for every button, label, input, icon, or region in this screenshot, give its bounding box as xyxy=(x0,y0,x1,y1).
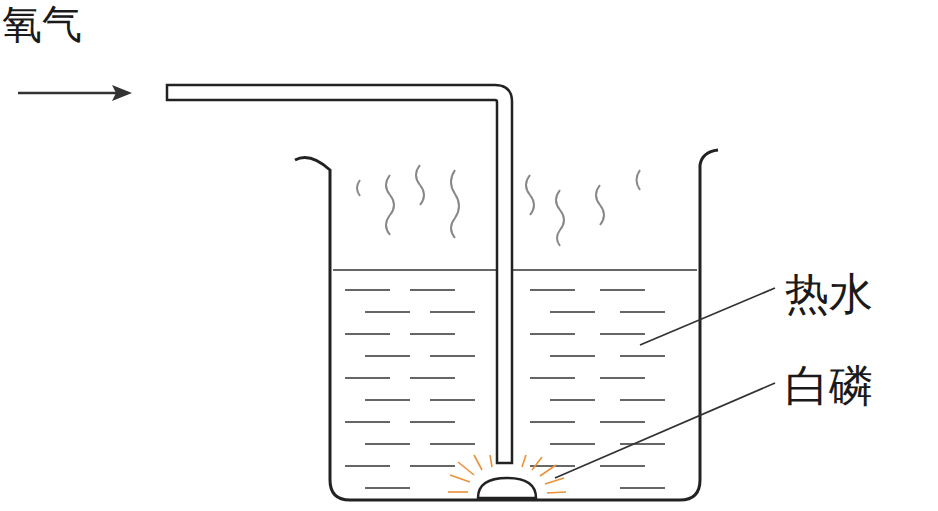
water-dash xyxy=(345,421,390,423)
water-dash xyxy=(365,311,410,313)
water-dash xyxy=(530,377,575,379)
water-dash xyxy=(410,289,455,291)
leader-line xyxy=(555,383,775,478)
water-dash xyxy=(620,311,665,313)
water-dash xyxy=(550,355,595,357)
water-dash xyxy=(345,333,390,335)
water-dash xyxy=(345,465,390,467)
water-dash xyxy=(620,487,665,489)
water-dash xyxy=(600,333,645,335)
water-dash xyxy=(430,311,475,313)
water-dash xyxy=(365,443,410,445)
water-dash xyxy=(620,355,665,357)
water-dash xyxy=(410,377,455,379)
leader-line xyxy=(640,288,775,345)
white-phosphorus xyxy=(478,478,536,498)
water-dash xyxy=(365,487,410,489)
water-dash xyxy=(550,399,595,401)
water-dash xyxy=(365,355,410,357)
water-dash xyxy=(600,377,645,379)
water-dash xyxy=(345,377,390,379)
gas-label: 氧气 xyxy=(2,2,82,46)
water-dash xyxy=(430,355,475,357)
water-dash xyxy=(430,399,475,401)
water-dash xyxy=(550,443,595,445)
water-dash xyxy=(600,421,645,423)
water-dash xyxy=(410,421,455,423)
water-dash xyxy=(600,289,645,291)
water-dash xyxy=(620,399,665,401)
water-dash xyxy=(550,311,595,313)
gas-tube xyxy=(167,85,512,463)
water-dash xyxy=(345,289,390,291)
flow-arrow xyxy=(18,85,132,101)
water-surface xyxy=(333,269,697,271)
water-dash xyxy=(430,443,475,445)
phosphorus-label: 白磷 xyxy=(785,362,873,410)
water-dash xyxy=(530,421,575,423)
water-dash xyxy=(410,465,455,467)
water-dash xyxy=(600,465,645,467)
water-dash xyxy=(530,289,575,291)
water-dash xyxy=(530,333,575,335)
water-label: 热水 xyxy=(785,270,873,318)
water-dash xyxy=(365,399,410,401)
water-dash xyxy=(410,333,455,335)
water-dash xyxy=(620,443,665,445)
